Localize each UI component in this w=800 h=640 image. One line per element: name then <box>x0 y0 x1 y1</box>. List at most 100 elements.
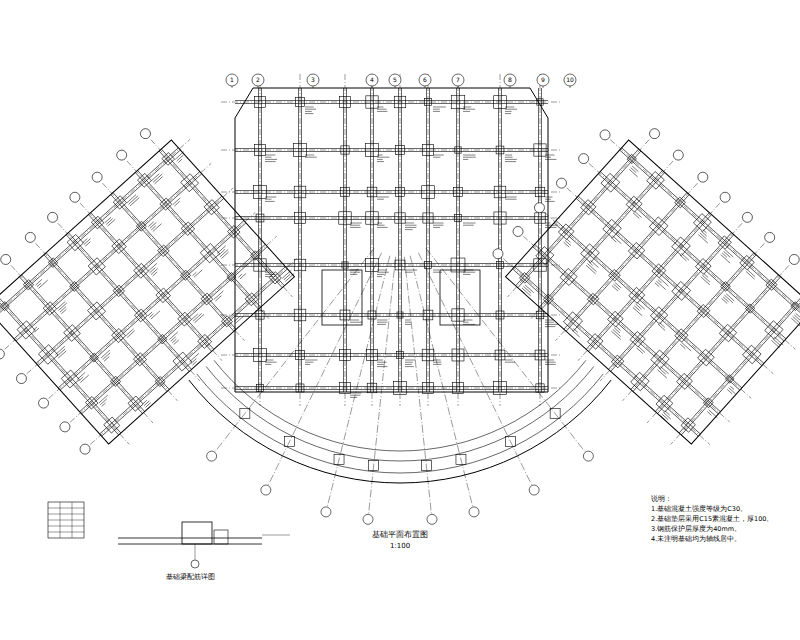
beam-line <box>515 267 701 434</box>
beam-line <box>60 223 246 390</box>
annotation-mark <box>590 260 598 267</box>
beam-line <box>22 275 145 412</box>
footing-pad <box>452 349 464 361</box>
annotation-mark <box>433 111 440 112</box>
footing-pad <box>721 282 731 292</box>
schedule-table <box>48 502 84 538</box>
annotation-mark <box>377 109 387 110</box>
footing-pad <box>88 258 105 275</box>
annotation-mark <box>151 311 160 319</box>
axis-bubble <box>718 190 732 204</box>
annotation-mark <box>433 270 439 271</box>
footing-pad <box>791 302 800 311</box>
leader-line <box>543 86 544 88</box>
annotation-mark <box>377 107 384 108</box>
axis-line <box>221 102 562 103</box>
annotation-mark <box>405 229 413 230</box>
annotation-mark <box>377 159 383 160</box>
annotation-mark <box>149 314 153 318</box>
annotation-mark <box>151 174 159 181</box>
annotation-mark <box>638 346 645 352</box>
annotation-mark <box>220 250 228 257</box>
annotation-mark <box>405 364 412 365</box>
footing-pad <box>534 259 546 271</box>
footing-pad <box>697 305 710 318</box>
annotation-mark <box>463 272 475 273</box>
central-block <box>221 74 562 406</box>
footing-pad <box>294 186 306 198</box>
footing-pad <box>395 260 405 270</box>
annotation-mark <box>305 362 313 363</box>
axis-number: 1 <box>229 76 235 83</box>
footing-pad <box>104 417 120 433</box>
annotation-mark <box>377 324 386 325</box>
footing-pad <box>631 372 649 390</box>
annotation-mark <box>721 255 731 264</box>
annotation-mark <box>702 275 710 282</box>
footing-pad <box>536 247 554 265</box>
annotation-mark <box>636 304 642 309</box>
annotation-mark <box>150 222 156 228</box>
annotation-mark <box>377 274 384 275</box>
beam-line <box>235 386 548 387</box>
axis-bubble <box>696 170 710 184</box>
axis-bubble <box>23 230 37 244</box>
annotation-mark <box>629 169 637 177</box>
axis-bubble <box>452 74 464 86</box>
radial-axis <box>410 256 472 506</box>
axis-bubble <box>554 176 568 190</box>
axis-number: 10 <box>565 76 575 83</box>
annotation-mark <box>567 239 571 242</box>
annotation-mark <box>505 107 514 108</box>
axis-number: 4 <box>369 76 375 83</box>
annotation-mark <box>545 364 556 365</box>
annotation-mark <box>505 155 512 156</box>
footing-pad <box>608 311 624 327</box>
slab-line <box>118 538 262 539</box>
footing-pad <box>112 239 127 254</box>
footing-pad <box>558 224 574 240</box>
beam-line <box>14 172 200 339</box>
footing-pad <box>138 173 152 187</box>
annotation-mark <box>305 155 314 156</box>
beam-line <box>235 100 548 101</box>
annotation-mark <box>707 411 711 415</box>
axis-line <box>49 212 256 398</box>
beam-line <box>100 267 286 434</box>
annotation-mark <box>405 225 417 226</box>
annotation-mark <box>545 360 554 361</box>
footing-pad <box>494 96 507 109</box>
annotation-mark <box>613 284 619 290</box>
axis-bubble <box>58 420 72 434</box>
annotation-mark <box>178 159 182 162</box>
annotation-mark <box>377 272 389 273</box>
axis-line <box>0 140 190 326</box>
axis-number: 8 <box>507 76 513 83</box>
annotation-mark <box>60 307 66 312</box>
annotation-mark <box>405 322 411 323</box>
footing-pad <box>366 144 379 157</box>
axis-line <box>0 287 129 445</box>
beam-line <box>235 193 548 194</box>
footing-pad <box>369 461 379 471</box>
beam-line <box>535 244 721 411</box>
axis-bubble <box>0 347 6 361</box>
leader-line <box>570 86 571 88</box>
annotation-mark <box>305 109 316 110</box>
section-detail <box>118 522 290 568</box>
beam-line <box>235 219 548 220</box>
beam-line <box>542 172 665 309</box>
annotation-mark <box>193 272 197 275</box>
annotation-mark <box>615 282 621 288</box>
footing-pad <box>455 147 461 153</box>
annotation-mark <box>102 403 106 407</box>
footing-pad <box>560 268 577 285</box>
annotation-mark <box>33 327 37 330</box>
annotation-mark <box>265 159 277 160</box>
footing-pad <box>423 383 434 394</box>
footing-pad <box>626 196 642 212</box>
axis-bubble <box>252 74 264 86</box>
footing-pad <box>719 324 736 341</box>
footing-pad <box>296 384 304 392</box>
footing-pad <box>649 217 668 236</box>
